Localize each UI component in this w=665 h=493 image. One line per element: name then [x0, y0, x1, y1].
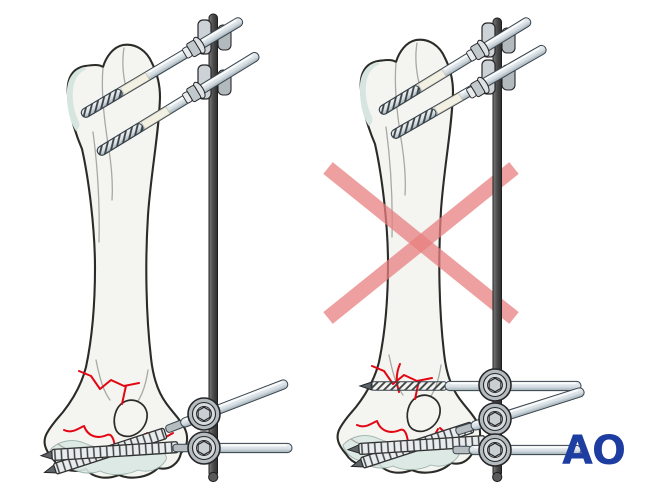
rod-clamp	[478, 402, 512, 436]
rod-end-cap	[208, 471, 219, 483]
panel-correct-technique	[40, 13, 293, 483]
rod-clamp	[187, 431, 221, 465]
rod-clamp	[187, 397, 221, 431]
rod-clamp	[478, 368, 512, 402]
ao-foundation-logo: AO	[562, 428, 625, 474]
panel-incorrect-technique	[323, 17, 585, 483]
rod-end-cap	[492, 471, 503, 483]
rod-clamp	[478, 433, 512, 467]
distal-pin-through-fracture	[358, 380, 582, 392]
error-cross-icon	[323, 162, 519, 324]
distal-pin	[165, 379, 289, 433]
